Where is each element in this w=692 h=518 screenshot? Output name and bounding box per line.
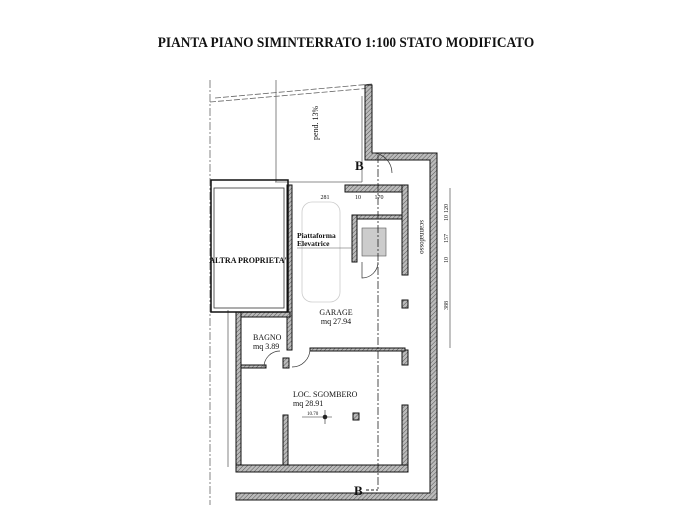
other-property-label: ALTRA PROPRIETA' <box>209 256 287 265</box>
bath-label: BAGNO <box>253 333 282 342</box>
section-label-top: B <box>355 158 364 173</box>
bath-bottom-wall <box>240 364 267 369</box>
storage-pier <box>282 414 289 466</box>
other-property-outline <box>210 179 289 313</box>
dim-right-1: 120 <box>444 204 450 213</box>
corridor-wall-lower <box>401 404 409 469</box>
walls <box>235 84 438 501</box>
other-property-inner <box>213 187 285 309</box>
storage-left-wall <box>235 311 242 473</box>
slope-label: pend. 13% <box>311 105 320 140</box>
dim-right-2: 10 <box>444 215 450 221</box>
pillar <box>352 412 360 421</box>
outer-retaining-wall <box>235 84 438 501</box>
level-value: 10.70 <box>307 412 319 417</box>
lift-shaft-left <box>351 214 358 263</box>
garage-label: GARAGE <box>319 308 352 317</box>
dim-right-5: 388 <box>444 301 450 310</box>
platform-label-2: Elevatrice <box>297 239 330 248</box>
dim-right-4: 10 <box>444 257 450 263</box>
storage-area: mq 28.91 <box>293 399 323 408</box>
garage-storage-partition <box>309 347 406 352</box>
drawing-title: PIANTA PIANO SIMINTERRATO 1:100 STATO MO… <box>157 35 535 51</box>
platform-label-1: Piattaforma <box>297 231 336 240</box>
bath-corner <box>282 357 290 369</box>
bath-area: mq 3.89 <box>253 342 279 351</box>
car-outline <box>301 201 341 303</box>
site-boundaries <box>209 80 373 505</box>
dim-top-3: 170 <box>375 195 384 201</box>
corridor-wall-upper <box>401 184 409 276</box>
garage-top-wall <box>344 184 409 193</box>
drain-label: scannafosso <box>418 220 426 254</box>
lift-shaft-top <box>351 214 403 220</box>
corridor-wall-mid2 <box>401 349 409 366</box>
corridor-wall-mid <box>401 299 409 309</box>
dim-top-1: 281 <box>321 195 330 201</box>
storage-label: LOC. SGOMBERO <box>293 390 358 399</box>
level-marker-icon <box>302 410 332 424</box>
garage-left-wall <box>286 184 293 351</box>
section-label-bottom: B <box>354 483 363 498</box>
dim-top-2: 10 <box>355 195 361 201</box>
garage-area: mq 27.94 <box>321 317 351 326</box>
dim-right-3: 157 <box>444 234 450 243</box>
storage-bottom-wall <box>235 464 409 473</box>
lift-platform <box>361 227 387 257</box>
